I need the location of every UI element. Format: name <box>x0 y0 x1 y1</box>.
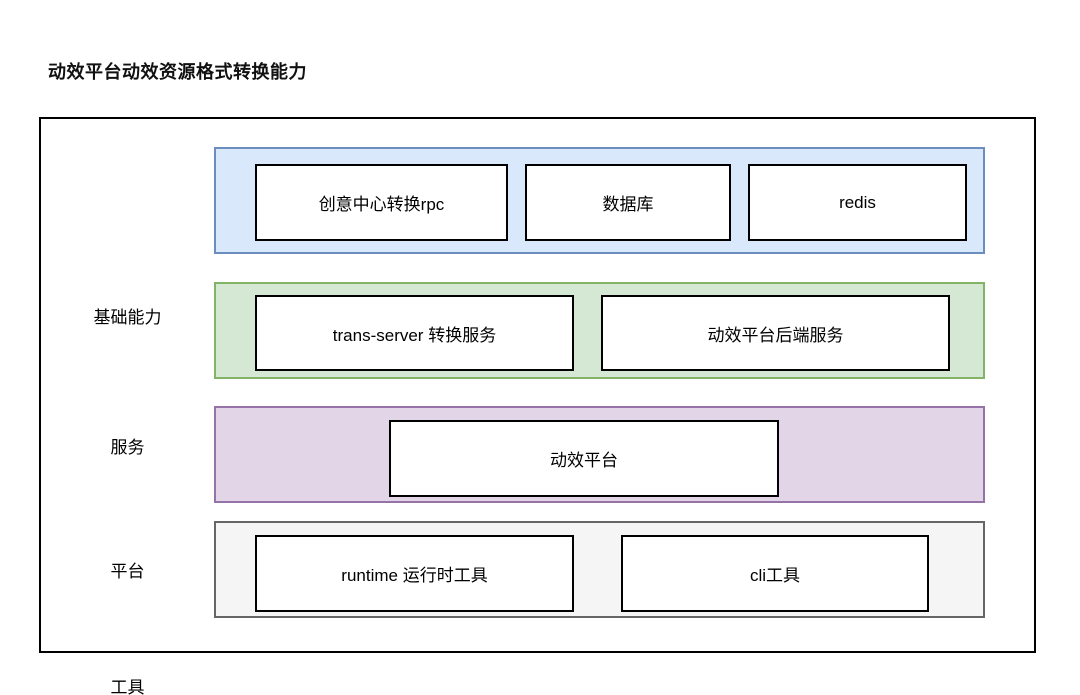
component-box-redis: redis <box>748 164 967 241</box>
component-box-platform-backend: 动效平台后端服务 <box>601 295 950 371</box>
component-box-runtime-tool: runtime 运行时工具 <box>255 535 574 612</box>
component-box-trans-server: trans-server 转换服务 <box>255 295 574 371</box>
layer-band-platform: 动效平台 <box>214 406 985 503</box>
layer-band-tools: runtime 运行时工具 cli工具 <box>214 521 985 618</box>
layer-band-services: trans-server 转换服务 动效平台后端服务 <box>214 282 985 379</box>
layer-label-platform: 平台 <box>110 562 145 581</box>
component-box-creative-center-rpc: 创意中心转换rpc <box>255 164 508 241</box>
layer-label-basic-capability: 基础能力 <box>93 308 162 327</box>
layer-label-services: 服务 <box>110 438 145 457</box>
diagram-title: 动效平台动效资源格式转换能力 <box>48 62 307 82</box>
layer-band-basic-capability: 创意中心转换rpc 数据库 redis <box>214 147 985 254</box>
diagram-frame: 基础能力 创意中心转换rpc 数据库 redis 服务 trans-server… <box>39 117 1036 695</box>
component-box-cli-tool: cli工具 <box>621 535 929 612</box>
component-box-database: 数据库 <box>525 164 731 241</box>
component-box-animation-platform: 动效平台 <box>389 420 779 497</box>
layer-label-tools: 工具 <box>110 678 145 695</box>
